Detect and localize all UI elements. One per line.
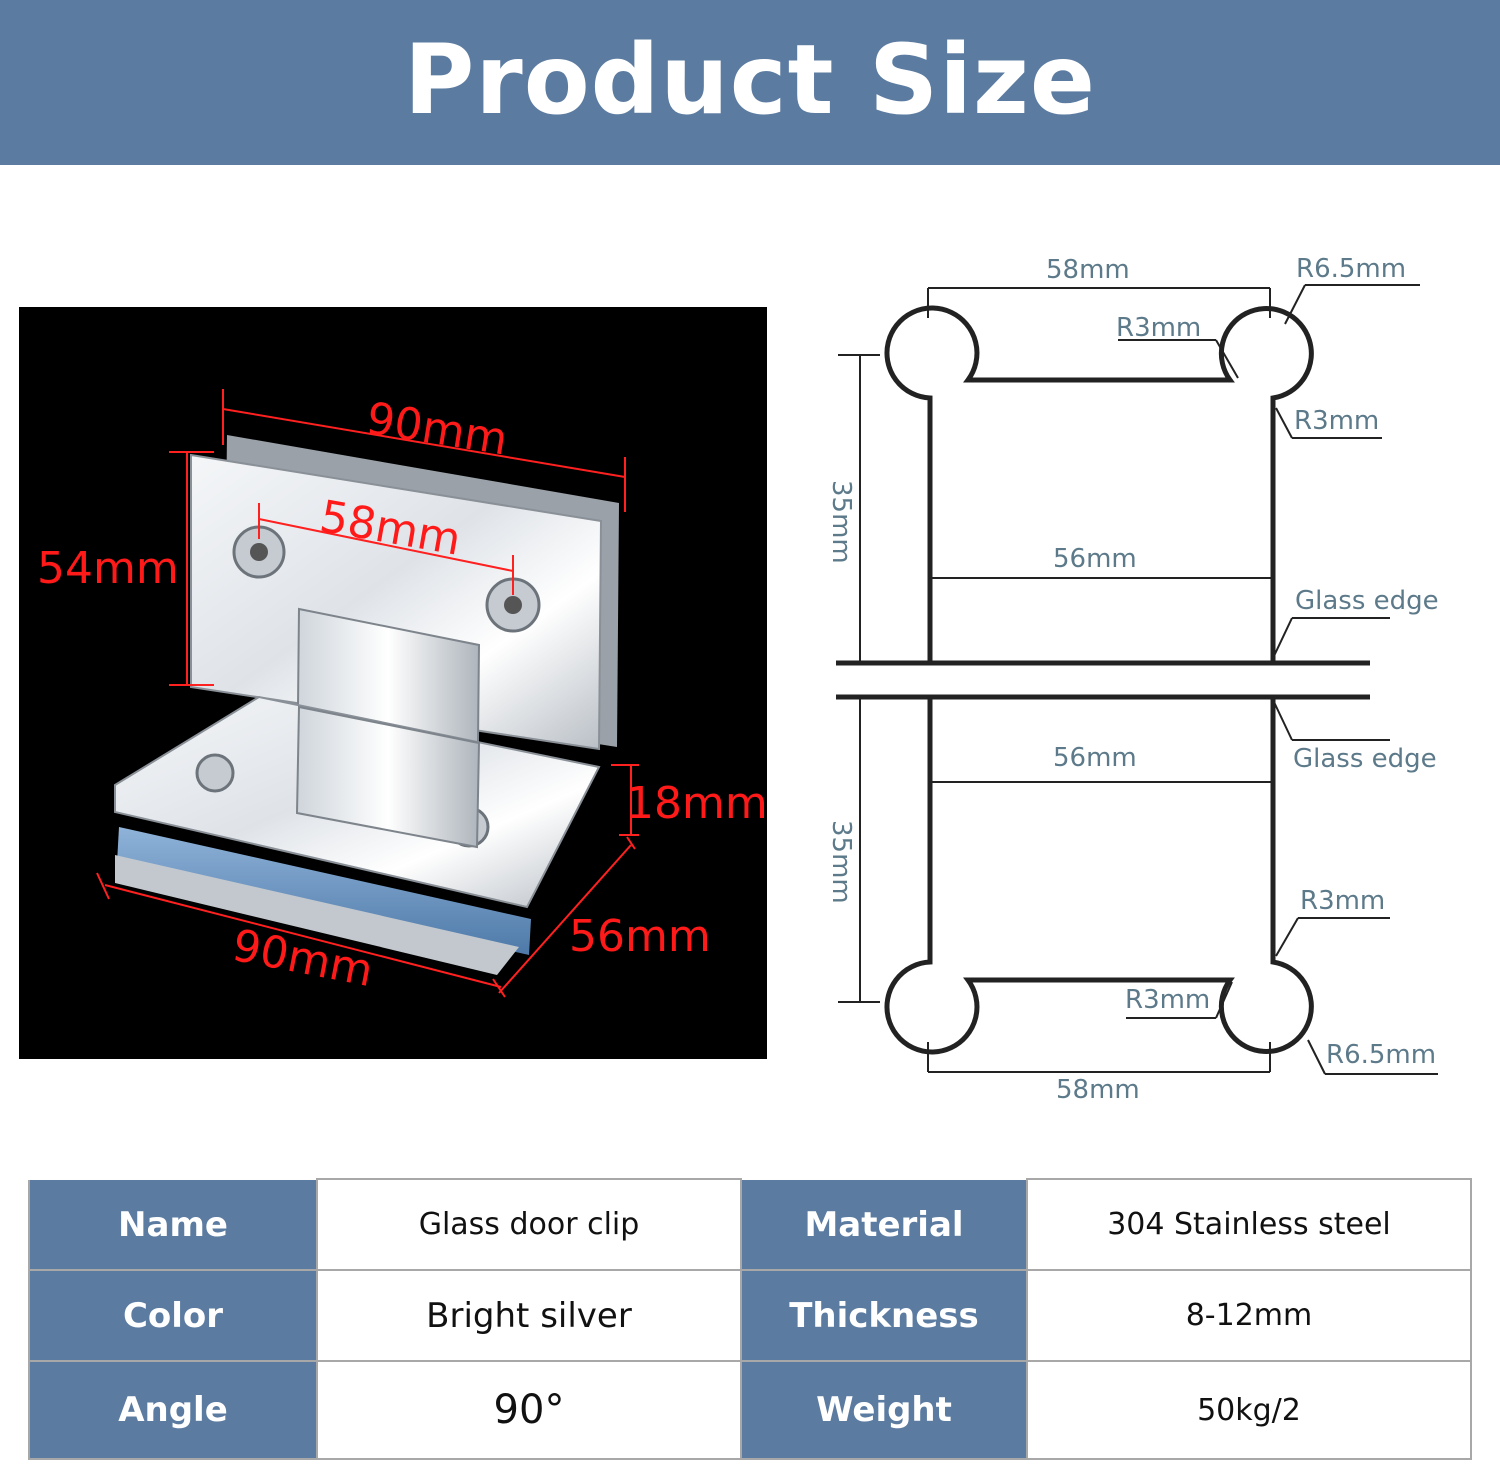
drawing-bottom-side-radius: R3mm: [1300, 886, 1386, 916]
drawing-lines: [836, 284, 1438, 1075]
photo-label-thickness: 18mm: [626, 778, 768, 829]
dimension-guides: [838, 284, 1438, 1075]
table-row: Angle 90° Weight 50kg/2: [28, 1360, 1472, 1460]
glass-panel: [117, 827, 531, 955]
spec-value: 50kg/2: [1026, 1360, 1472, 1460]
photo-label-height: 54mm: [37, 543, 179, 594]
header-banner: [0, 0, 1500, 165]
drawing-top-outer-radius: R6.5mm: [1296, 254, 1407, 284]
drawing-top-inner-radius: R3mm: [1116, 313, 1202, 343]
drawing-bottom-inner-radius: R3mm: [1125, 985, 1211, 1015]
spec-label: Color: [28, 1269, 318, 1362]
screw-head-right: [504, 596, 522, 614]
drawing-bottom-width: 58mm: [1056, 1075, 1140, 1105]
spec-value: 8-12mm: [1026, 1269, 1472, 1362]
spec-value: Glass door clip: [316, 1178, 742, 1271]
spec-label: Weight: [740, 1360, 1028, 1460]
table-row: Name Glass door clip Material 304 Stainl…: [28, 1178, 1472, 1271]
drawing-bottom-height: 35mm: [826, 820, 856, 904]
drawing-bottom-outer-radius: R6.5mm: [1326, 1040, 1437, 1070]
spec-label: Thickness: [740, 1269, 1028, 1362]
drawing-top-height: 35mm: [826, 480, 856, 564]
spec-label: Angle: [28, 1360, 318, 1460]
drawing-top-mid-width: 56mm: [1053, 544, 1137, 574]
hinge-illustration: [96, 389, 639, 998]
spec-value: 90°: [316, 1360, 742, 1460]
drawing-bottom-glass-edge: Glass edge: [1293, 744, 1437, 774]
table-row: Color Bright silver Thickness 8-12mm: [28, 1269, 1472, 1362]
spec-label: Material: [740, 1178, 1028, 1271]
glass-edges: [836, 660, 1370, 700]
lower-plate-bottom: [115, 855, 519, 975]
screw-hole-lower-left: [195, 753, 235, 793]
screw-head-left: [250, 543, 268, 561]
product-photo: [19, 307, 767, 1059]
knuckle-lower: [295, 705, 481, 849]
technical-drawing: [780, 240, 1500, 1120]
upper-plate: [190, 453, 603, 751]
spec-label: Name: [28, 1178, 318, 1271]
drawing-top-width: 58mm: [1046, 255, 1130, 285]
spec-value: 304 Stainless steel: [1026, 1178, 1472, 1271]
drawing-top-side-radius: R3mm: [1294, 406, 1380, 436]
photo-label-depth: 56mm: [569, 911, 711, 962]
hinge-outline: [884, 305, 1314, 1055]
spec-table: Name Glass door clip Material 304 Stainl…: [28, 1178, 1472, 1460]
drawing-top-glass-edge: Glass edge: [1295, 586, 1439, 616]
dimension-lines: [96, 389, 639, 998]
page-title: Product Size: [404, 24, 1096, 136]
spec-value: Bright silver: [316, 1269, 742, 1362]
drawing-bottom-mid-width: 56mm: [1053, 743, 1137, 773]
